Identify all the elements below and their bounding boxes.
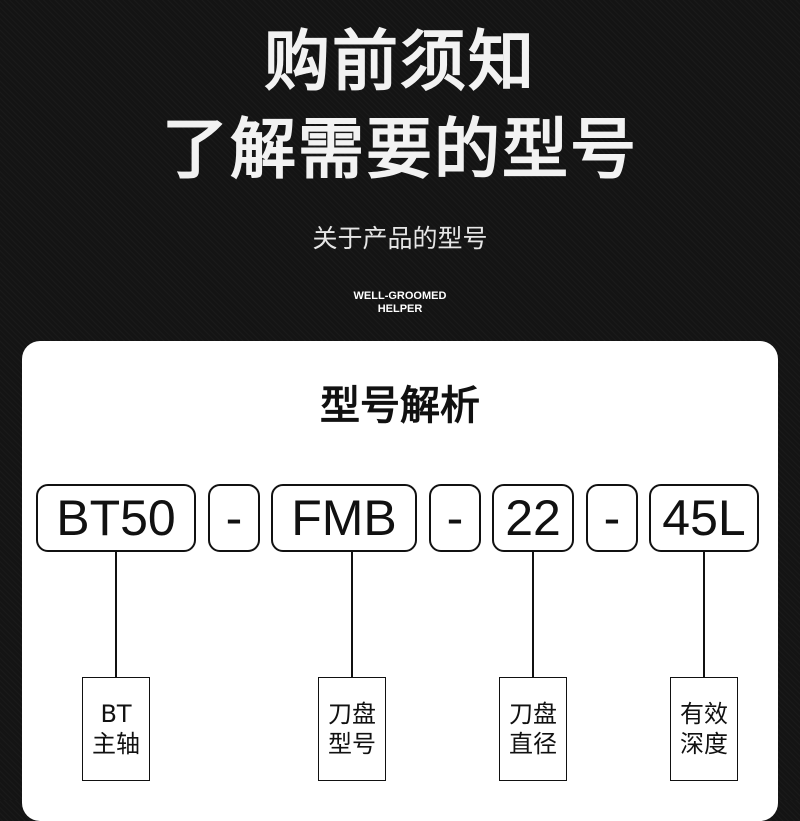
label-holder-diameter: 刀盘 直径 xyxy=(499,677,567,781)
label-holder-type-line-1: 刀盘 xyxy=(328,700,376,728)
segment-dash-2: - xyxy=(429,484,481,552)
label-holder-type-line-2: 型号 xyxy=(328,730,376,758)
title-line-2: 了解需要的型号 xyxy=(162,111,638,188)
brand-line-1: WELL-GROOMED xyxy=(353,290,447,302)
card-title: 型号解析 xyxy=(320,383,480,429)
title-line-1: 购前须知 xyxy=(264,23,536,100)
model-card: 型号解析 BT50 - FMB - 22 - 45L BT 主轴 刀盘 型号 刀… xyxy=(22,341,778,821)
segment-holder-code: FMB xyxy=(271,484,417,552)
segment-spindle-code: BT50 xyxy=(36,484,196,552)
label-effective-depth: 有效 深度 xyxy=(670,677,738,781)
subtitle: 关于产品的型号 xyxy=(312,224,488,253)
segment-dash-1: - xyxy=(208,484,260,552)
connector-line-3 xyxy=(532,552,534,677)
brand-line-2: HELPER xyxy=(377,303,423,315)
connector-line-2 xyxy=(351,552,353,677)
segment-depth-code: 45L xyxy=(649,484,759,552)
label-holder-diameter-line-2: 直径 xyxy=(509,730,557,758)
connector-line-1 xyxy=(115,552,117,677)
label-spindle: BT 主轴 xyxy=(82,677,150,781)
label-spindle-line-2: 主轴 xyxy=(92,730,140,758)
segment-diameter-code: 22 xyxy=(492,484,574,552)
label-spindle-line-1: BT xyxy=(100,700,132,728)
label-effective-depth-line-1: 有效 xyxy=(680,700,728,728)
label-holder-type: 刀盘 型号 xyxy=(318,677,386,781)
brand-logo-text: WELL-GROOMED HELPER xyxy=(0,290,800,316)
label-effective-depth-line-2: 深度 xyxy=(680,730,728,758)
connector-line-4 xyxy=(703,552,705,677)
segment-dash-3: - xyxy=(586,484,638,552)
label-holder-diameter-line-1: 刀盘 xyxy=(509,700,557,728)
